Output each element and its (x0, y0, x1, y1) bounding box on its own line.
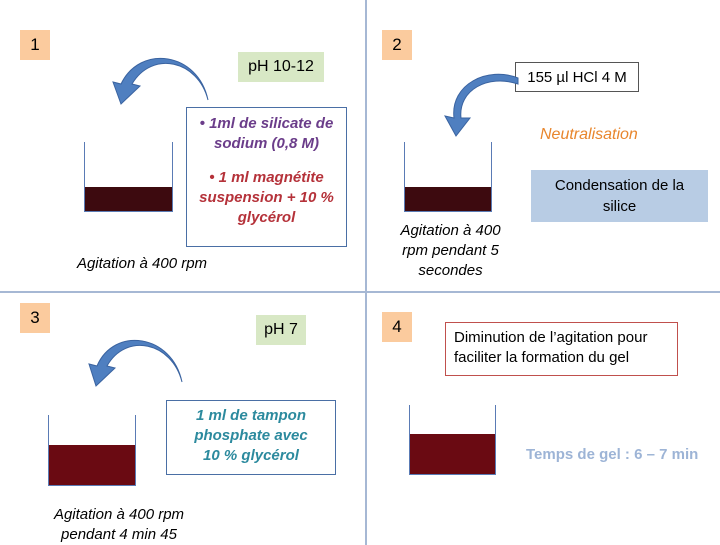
agitation-label-3: Agitation à 400 rpm pendant 4 min 45 (30, 505, 208, 545)
magnetite-line-1: • 1 ml magnétite (209, 169, 324, 186)
beaker-3 (48, 415, 136, 486)
step-number-3: 3 (20, 303, 50, 333)
phosphate-line-3: 10 % glycérol (203, 447, 299, 464)
step-number-2: 2 (382, 30, 412, 60)
step-number-1: 1 (20, 30, 50, 60)
ph-badge-3: pH 7 (256, 315, 306, 345)
beaker-4 (409, 405, 496, 475)
condensation-line-1: Condensation de la (554, 177, 685, 194)
agitation-2-line-3: secondes (418, 262, 483, 279)
beaker-2 (404, 142, 492, 212)
reagents-box-1: • 1ml de silicate de sodium (0,8 M) • 1 … (186, 107, 347, 247)
diminution-line-1: Diminution de l’agitation pour (454, 329, 648, 346)
phosphate-box: 1 ml de tampon phosphate avec 10 % glycé… (166, 400, 336, 475)
silicate-line-2: sodium (0,8 M) (213, 135, 319, 152)
agitation-label-2: Agitation à 400 rpm pendant 5 secondes (388, 221, 513, 281)
agitation-2-line-1: Agitation à 400 (400, 222, 501, 239)
liquid-2 (405, 187, 491, 211)
liquid-3 (49, 445, 135, 485)
step-number-4: 4 (382, 312, 412, 342)
horizontal-divider (0, 291, 720, 293)
magnetite-line-2: suspension + 10 % (199, 189, 334, 206)
silicate-line-1: • 1ml de silicate de (199, 115, 334, 132)
gel-time-label: Temps de gel : 6 – 7 min (526, 446, 699, 463)
agitation-3-line-1: Agitation à 400 rpm (53, 506, 185, 523)
curved-arrow-icon (112, 58, 209, 105)
agitation-3-line-2: pendant 4 min 45 (61, 526, 177, 543)
liquid-1 (85, 187, 172, 211)
agitation-label-1: Agitation à 400 rpm (76, 255, 208, 272)
magnetite-line-3: glycérol (237, 209, 296, 226)
condensation-box: Condensation de la silice (531, 170, 708, 222)
phosphate-line-2: phosphate avec (194, 427, 308, 444)
hcl-box: 155 µl HCl 4 M (515, 62, 639, 92)
beaker-1 (84, 142, 173, 212)
phosphate-line-1: 1 ml de tampon (195, 407, 307, 424)
condensation-line-2: silice (602, 198, 637, 215)
diminution-box: Diminution de l’agitation pour faciliter… (445, 322, 678, 376)
curved-arrow-icon (88, 340, 183, 387)
diminution-line-2: faciliter la formation du gel (454, 349, 630, 366)
vertical-divider (365, 0, 367, 545)
neutralisation-label: Neutralisation (540, 126, 638, 143)
curved-arrow-icon (444, 73, 519, 137)
liquid-4 (410, 434, 495, 474)
ph-badge-1: pH 10-12 (238, 52, 324, 82)
agitation-2-line-2: rpm pendant 5 (402, 242, 499, 259)
